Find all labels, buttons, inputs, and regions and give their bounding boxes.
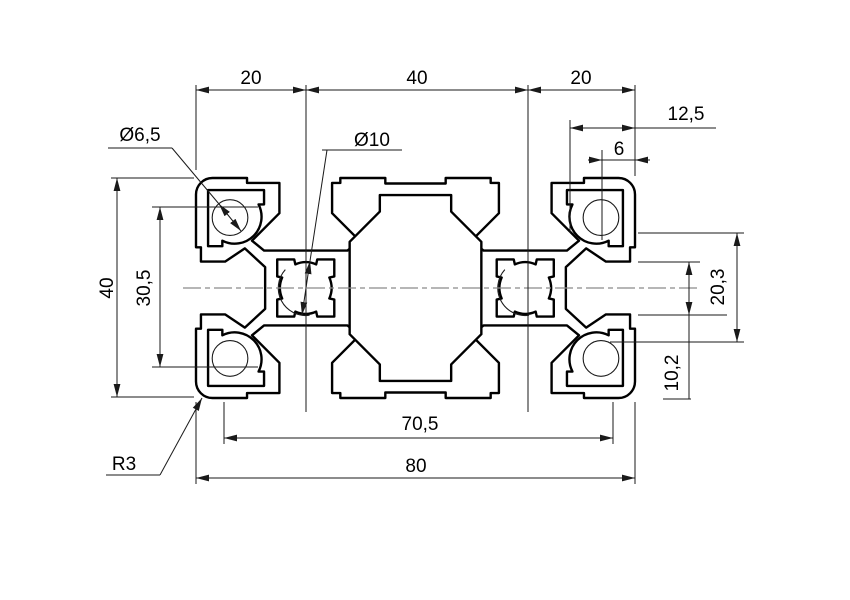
- dim-hole-offset-6: 6: [614, 139, 625, 160]
- dim-top-right-20: 20: [570, 68, 591, 89]
- dimension-lines: [113, 86, 741, 482]
- corner-cavity-top-right: [567, 190, 623, 246]
- corner-cavity-bottom-left: [208, 330, 264, 386]
- label-corner-hole-dia: Ø6,5: [119, 125, 160, 146]
- dim-top-left-20: 20: [240, 68, 261, 89]
- dim-side-slot-span-20-3: 20,3: [708, 269, 729, 306]
- leader-lines: [106, 147, 402, 476]
- dim-top-center-40: 40: [406, 68, 427, 89]
- corner-screw-hole-top-left: [212, 200, 248, 236]
- dim-overall-width-80: 80: [405, 456, 426, 477]
- dim-inner-height-30-5: 30,5: [134, 270, 155, 307]
- label-core-hole-dia: Ø10: [354, 130, 390, 151]
- core-hole-dia-circle-right: [498, 270, 529, 316]
- core-hole-dia-circle-left: [278, 270, 309, 316]
- label-corner-radius: R3: [112, 454, 136, 475]
- corner-screw-hole-bottom-left: [212, 341, 248, 377]
- dim-overall-height-40: 40: [97, 277, 118, 298]
- corner-cavity-bottom-right: [567, 330, 623, 386]
- corner-screw-hole-bottom-right: [583, 341, 619, 377]
- dim-side-slot-opening-10-2: 10,2: [662, 355, 683, 392]
- dim-inner-width-70-5: 70,5: [402, 414, 439, 435]
- dim-corner-offset-12-5: 12,5: [668, 104, 705, 125]
- extension-lines: [111, 85, 744, 484]
- corner-screw-hole-top-right: [583, 200, 619, 236]
